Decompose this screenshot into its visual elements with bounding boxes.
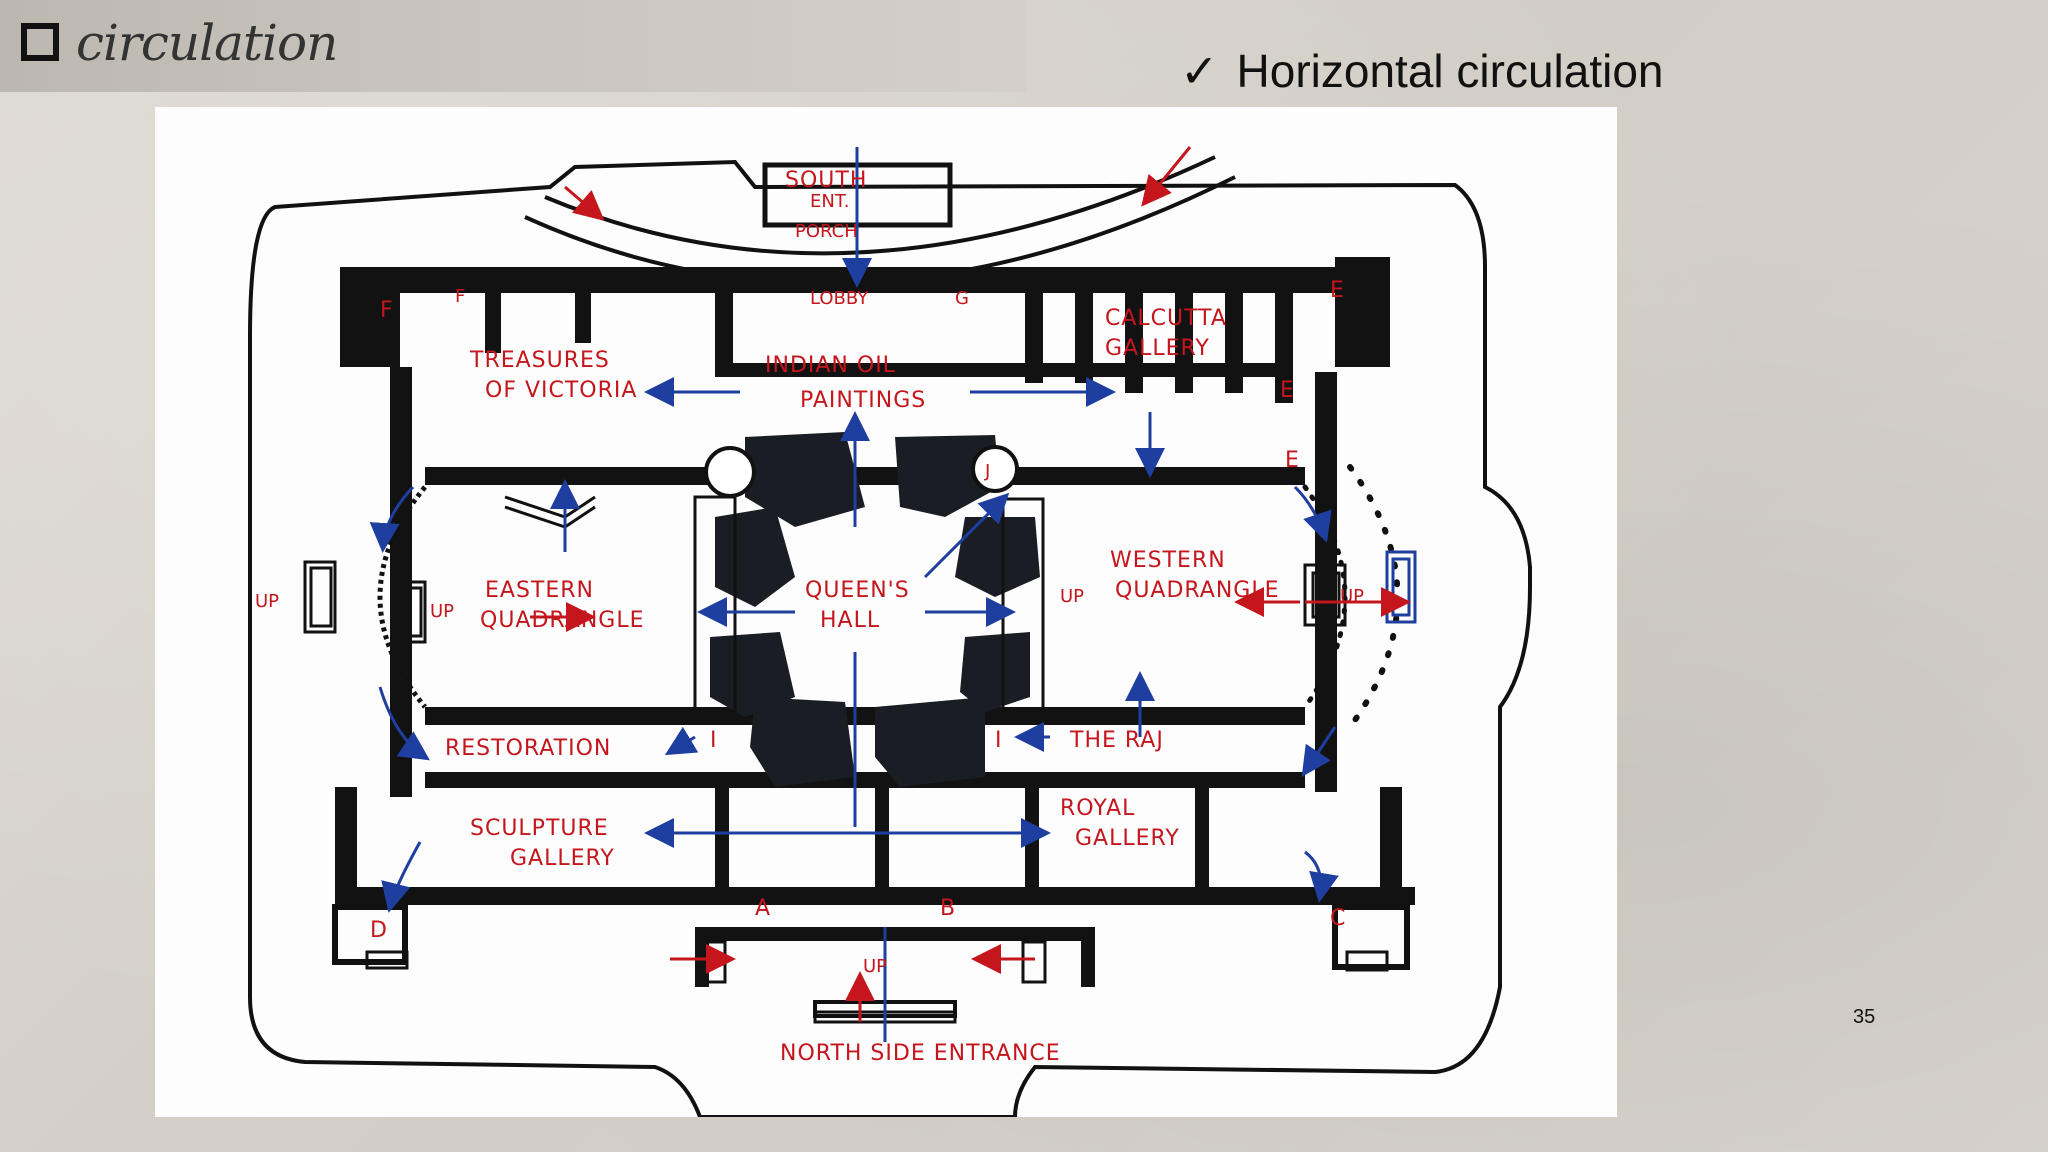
marker-f1: F <box>380 298 394 323</box>
page-number: 35 <box>1853 1006 1876 1028</box>
marker-i2: I <box>995 728 1003 753</box>
floor-plan-drawing: SOUTH ENT. PORCH LOBBY TREASURES OF VICT… <box>248 146 1532 1117</box>
subtitle-text: Horizontal circulation <box>1236 45 1664 97</box>
label-north-entrance: NORTH SIDE ENTRANCE <box>780 1041 1061 1066</box>
building-walls <box>332 257 1415 1024</box>
label-ent: ENT. <box>810 191 849 212</box>
marker-c: C <box>1330 906 1346 931</box>
north-stairs <box>365 940 1389 984</box>
checkmark-icon: ✓ <box>1180 45 1219 97</box>
label-south: SOUTH <box>785 168 867 193</box>
marker-f2: F <box>455 286 465 307</box>
label-treasures: TREASURES <box>469 348 610 373</box>
marker-g: G <box>955 288 969 309</box>
marker-b: B <box>940 896 956 921</box>
label-western: WESTERN <box>1110 548 1226 573</box>
label-paintings: PAINTINGS <box>800 388 926 413</box>
label-royal-gallery: GALLERY <box>1075 826 1180 851</box>
label-up-2: UP <box>430 601 454 622</box>
marker-i1: I <box>710 728 718 753</box>
label-indian-oil: INDIAN OIL <box>765 353 896 378</box>
title-band: circulation <box>0 0 1027 92</box>
label-eastern: EASTERN <box>485 578 594 603</box>
label-hall: HALL <box>820 608 880 633</box>
label-up-4: UP <box>1340 586 1364 607</box>
label-sculpture: SCULPTURE <box>470 816 609 841</box>
label-calcutta: CALCUTTA <box>1105 306 1227 331</box>
label-up-1: UP <box>255 591 279 612</box>
label-the-raj: THE RAJ <box>1069 728 1164 753</box>
label-sculpture-gallery: GALLERY <box>510 846 615 871</box>
marker-e3: E <box>1285 448 1300 473</box>
marker-j: J <box>984 461 990 482</box>
entry-arrows <box>530 146 1411 1022</box>
label-lobby: LOBBY <box>810 288 869 309</box>
marker-a: A <box>755 896 771 921</box>
east-stair <box>303 495 596 644</box>
marker-d: D <box>370 918 388 943</box>
label-porch: PORCH <box>795 221 858 242</box>
marker-e2: E <box>1280 378 1295 403</box>
label-restoration: RESTORATION <box>445 736 611 761</box>
site-outline <box>248 159 1532 1117</box>
marker-e1: E <box>1330 278 1345 303</box>
queens-hall-piers <box>704 432 1040 787</box>
floor-plan-image: SOUTH ENT. PORCH LOBBY TREASURES OF VICT… <box>155 107 1617 1117</box>
plan-labels: SOUTH ENT. PORCH LOBBY TREASURES OF VICT… <box>255 168 1364 1066</box>
slide-subtitle: ✓ Horizontal circulation <box>1180 44 1664 98</box>
label-western-quadrangle: QUADRANGLE <box>1115 578 1280 603</box>
label-eastern-quadrangle: QUADRANGLE <box>480 608 645 633</box>
label-up-5: UP <box>863 956 887 977</box>
label-of-victoria: OF VICTORIA <box>485 378 637 403</box>
label-calcutta-gallery: GALLERY <box>1105 336 1210 361</box>
label-up-3: UP <box>1060 586 1084 607</box>
label-royal: ROYAL <box>1060 796 1135 821</box>
circulation-arrows <box>369 147 1339 1042</box>
slide-title: circulation <box>76 14 338 72</box>
label-queens: QUEEN'S <box>805 578 910 603</box>
checkbox-icon <box>21 23 59 61</box>
